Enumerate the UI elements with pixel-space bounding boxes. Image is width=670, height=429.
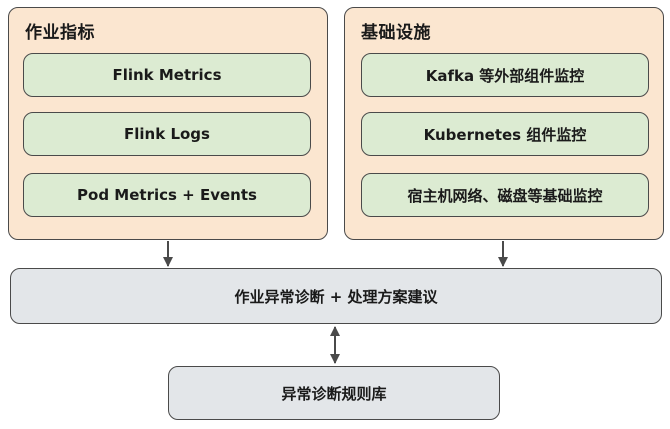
host-network-disk-monitoring-box: 宿主机网络、磁盘等基础监控 [361,173,649,217]
infrastructure-group: 基础设施 Kafka 等外部组件监控 Kubernetes 组件监控 宿主机网络… [344,7,664,240]
job-metrics-group: 作业指标 Flink Metrics Flink Logs Pod Metric… [8,7,328,240]
flink-logs-box: Flink Logs [23,112,311,156]
flink-metrics-box: Flink Metrics [23,53,311,97]
infrastructure-title: 基础设施 [361,23,431,43]
job-metrics-title: 作业指标 [25,23,95,43]
pod-metrics-events-box: Pod Metrics + Events [23,173,311,217]
rules-library-box: 异常诊断规则库 [168,366,500,420]
kubernetes-monitoring-box: Kubernetes 组件监控 [361,112,649,156]
job-diagnosis-box: 作业异常诊断 + 处理方案建议 [10,268,662,324]
kafka-monitoring-box: Kafka 等外部组件监控 [361,53,649,97]
